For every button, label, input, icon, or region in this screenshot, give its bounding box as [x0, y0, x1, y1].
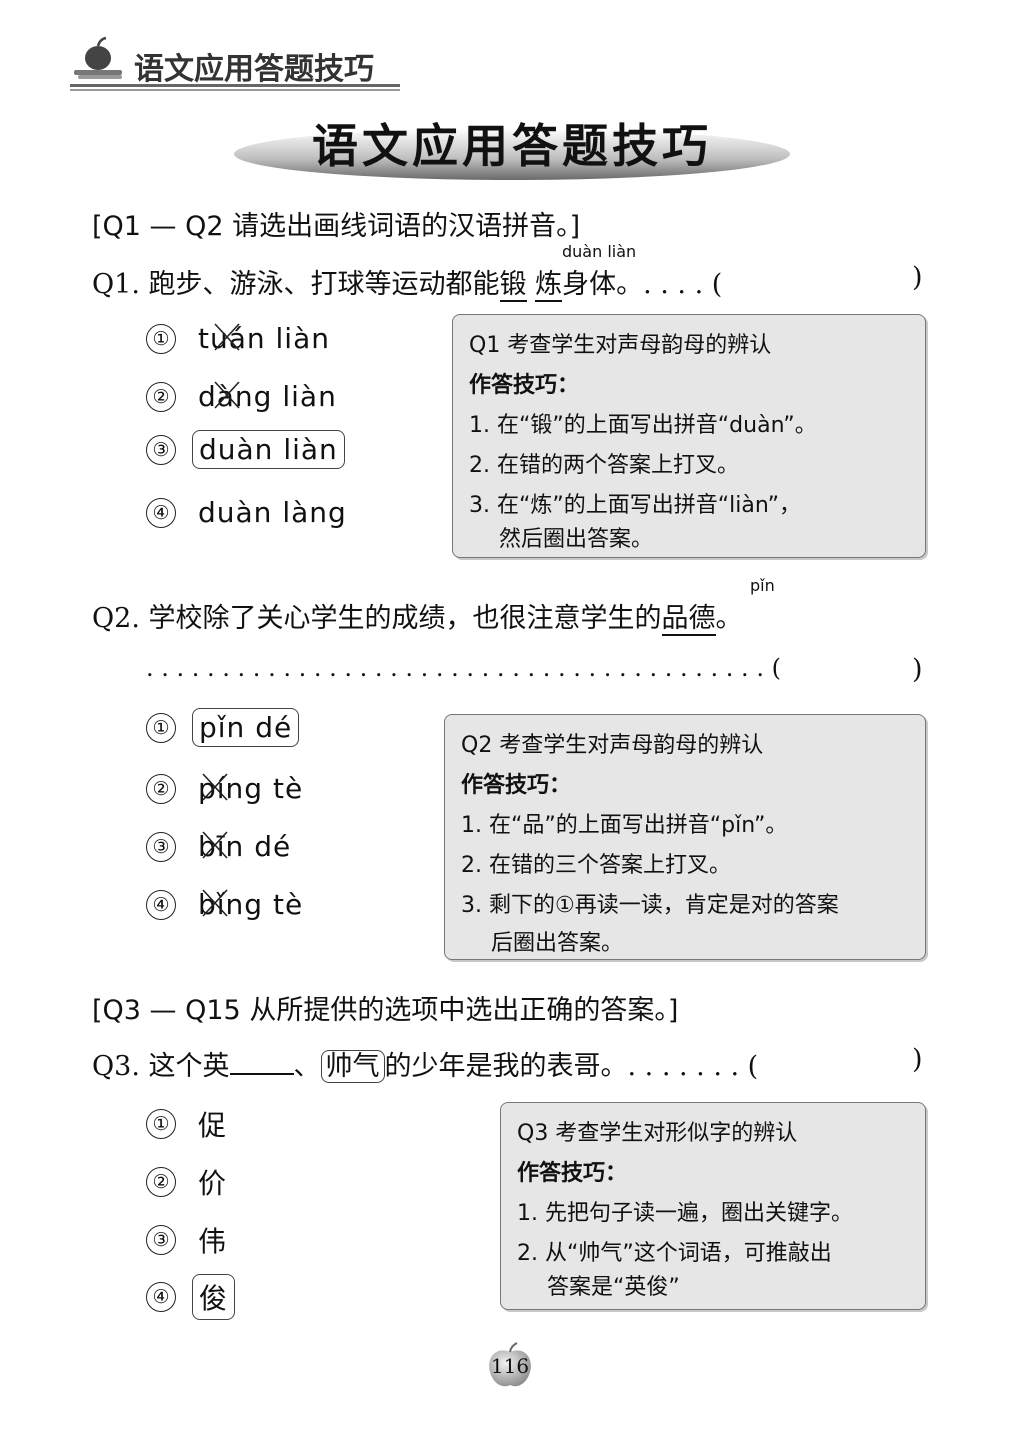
option-number: ① [146, 1109, 176, 1139]
option-text: 伟 [198, 1225, 228, 1258]
option-number: ④ [146, 1282, 176, 1312]
q2-answer-close-paren: ) [912, 654, 923, 685]
option-number: ③ [146, 1225, 176, 1255]
q1-tip-line-1: 1. 在“锻”的上面写出拼音“duàn”。 [469, 413, 817, 438]
q2-answer-dots: . . . . . . . . . . . . . . . . . . . . … [146, 654, 781, 682]
option-text: tuán liàn [198, 322, 330, 355]
option-number: ④ [146, 497, 176, 528]
option-text: 价 [198, 1167, 228, 1200]
apple-books-logo-icon [74, 36, 122, 79]
q2-option-3[interactable]: ③ bīn dé [146, 828, 297, 865]
q1-number: Q1. [92, 269, 140, 300]
q1-underlined-word-1: 锻 [499, 269, 527, 302]
q3-tip-box: Q3 考查学生对形似字的辨认 作答技巧： 1. 先把句子读一遍，圈出关键字。 2… [500, 1102, 926, 1310]
header-rule-secondary [70, 89, 400, 91]
q3-circled-keyword: 帅气 [320, 1050, 385, 1083]
option-text-circled: pǐn dé [192, 708, 300, 747]
option-number: ② [146, 773, 176, 804]
q1-underlined-word-2: 炼 [535, 269, 563, 302]
header-title: 语文应用答题技巧 [134, 52, 374, 87]
option-text: dàng liàn [198, 380, 337, 413]
q2-tip-box: Q2 考查学生对声母韵母的辨认 作答技巧： 1. 在“品”的上面写出拼音“pǐn… [444, 714, 926, 960]
q2-tip-title: Q2 考查学生对声母韵母的辨认 [461, 733, 764, 758]
cross-mark-icon [202, 773, 228, 801]
q2-tip-line-3: 3. 剩下的①再读一读，肯定是对的答案 [461, 893, 839, 918]
option-number: ① [146, 323, 176, 354]
option-number: ③ [146, 434, 176, 465]
banner-title: 语文应用答题技巧 [312, 119, 712, 173]
q1-tip-title: Q1 考查学生对声母韵母的辨认 [469, 333, 772, 358]
q1-answer-close-paren: ) [912, 262, 923, 293]
q1-tip-subtitle: 作答技巧： [469, 373, 580, 398]
q3-tip-line-2: 2. 从“帅气”这个词语，可推敲出 [517, 1241, 832, 1266]
header-rule [70, 84, 400, 87]
section-instruction-q3-q15: [Q3 — Q15 从所提供的选项中选出正确的答案。] [92, 995, 679, 1026]
q3-tip-title: Q3 考查学生对形似字的辨认 [517, 1121, 798, 1146]
cross-mark-icon [214, 381, 240, 409]
section-instruction-q1-q2: [Q1 — Q2 请选出画线词语的汉语拼音。] [92, 211, 581, 242]
q2-option-4[interactable]: ④ bǐng tè [146, 886, 309, 923]
q1-text-post: 身体。. . . . ( [562, 269, 723, 300]
q3-answer-close-paren: ) [912, 1044, 923, 1075]
q3-text-pre: 这个英 [148, 1051, 230, 1082]
option-text: píng tè [198, 772, 304, 805]
banner-background [234, 128, 790, 180]
page-number: 116 [490, 1354, 530, 1378]
q1-text-pre: 跑步、游泳、打球等运动都能 [148, 269, 500, 300]
q2-tip-line-1: 1. 在“品”的上面写出拼音“pǐn”。 [461, 813, 788, 838]
q1-tip-line-4: 然后圈出答案。 [499, 527, 654, 552]
option-number: ② [146, 381, 176, 412]
q1-option-4[interactable]: ④ duàn làng [146, 494, 353, 531]
cross-mark-icon [214, 323, 240, 351]
option-text: duàn làng [198, 496, 347, 529]
q1-option-1[interactable]: ① tuán liàn [146, 320, 336, 357]
option-number: ④ [146, 889, 176, 920]
cross-mark-icon [202, 831, 228, 859]
q1-option-3[interactable]: ③ duàn liàn [146, 430, 345, 469]
q2-question: Q2. 学校除了关心学生的成绩，也很注意学生的品德。 [92, 596, 743, 636]
option-text: 促 [198, 1109, 228, 1142]
q2-tip-line-2: 2. 在错的三个答案上打叉。 [461, 853, 731, 878]
option-text: bǐng tè [198, 888, 304, 921]
cross-mark-icon [202, 889, 228, 917]
q1-option-2[interactable]: ② dàng liàn [146, 378, 343, 415]
q2-underlined-word: 品德 [661, 603, 716, 636]
option-text-circled: 俊 [192, 1274, 236, 1320]
q2-pinyin-annotation: pǐn [750, 576, 775, 595]
q2-text-post: 。 [715, 603, 743, 634]
option-number: ① [146, 712, 176, 743]
q3-number: Q3. [92, 1051, 140, 1082]
option-text: bīn dé [198, 830, 292, 863]
q3-tip-line-3: 答案是“英俊” [547, 1275, 680, 1300]
q3-text-mid: 、 [293, 1051, 321, 1082]
q3-text-post: 的少年是我的表哥。. . . . . . . ( [384, 1051, 759, 1082]
q1-tip-box: Q1 考查学生对声母韵母的辨认 作答技巧： 1. 在“锻”的上面写出拼音“duà… [452, 314, 926, 558]
q3-tip-line-1: 1. 先把句子读一遍，圈出关键字。 [517, 1201, 853, 1226]
q1-question: Q1. 跑步、游泳、打球等运动都能锻 炼身体。. . . . ( [92, 262, 723, 302]
option-text-circled: duàn liàn [192, 430, 345, 469]
q1-tip-line-2: 2. 在错的两个答案上打叉。 [469, 453, 739, 478]
q2-text-pre: 学校除了关心学生的成绩，也很注意学生的 [148, 603, 662, 634]
q2-option-2[interactable]: ② píng tè [146, 770, 309, 807]
q2-number: Q2. [92, 603, 140, 634]
q3-tip-subtitle: 作答技巧： [517, 1161, 628, 1186]
q2-option-1[interactable]: ① pǐn dé [146, 708, 300, 747]
option-number: ③ [146, 831, 176, 862]
q3-question: Q3. 这个英 、帅气的少年是我的表哥。. . . . . . . ( [92, 1044, 758, 1083]
option-number: ② [146, 1167, 176, 1197]
q2-tip-line-4: 后圈出答案。 [491, 931, 624, 956]
q1-pinyin-annotation: duàn liàn [562, 242, 637, 261]
apple-page-number-icon [489, 1342, 531, 1387]
q1-tip-line-3: 3. 在“炼”的上面写出拼音“liàn”， [469, 493, 802, 518]
q3-fill-blank [229, 1049, 294, 1075]
q2-tip-subtitle: 作答技巧： [461, 773, 572, 798]
